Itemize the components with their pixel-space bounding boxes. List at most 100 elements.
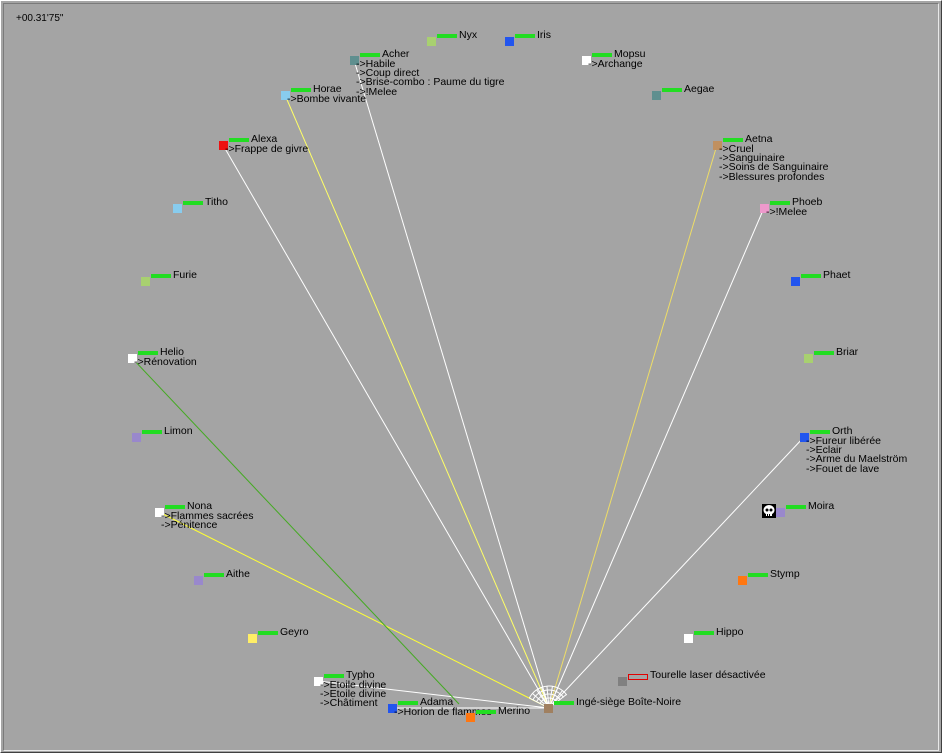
unit-action: ->Pénitence <box>161 519 218 532</box>
skull-icon <box>762 504 776 518</box>
target-line-phoeb <box>548 207 765 709</box>
target-line-typho <box>317 680 550 709</box>
health-bar <box>628 674 648 680</box>
health-bar <box>437 34 457 38</box>
unit-action: ->Blessures profondes <box>719 170 825 183</box>
unit-name: Phaet <box>823 269 851 281</box>
health-bar <box>183 201 203 205</box>
unit-marker[interactable] <box>738 576 747 585</box>
unit-name: Geyro <box>280 626 309 638</box>
unit-marker[interactable] <box>652 91 661 100</box>
unit-action: ->Bombe vivante <box>287 93 367 105</box>
unit-name: Helio <box>160 346 184 358</box>
health-bar <box>324 674 344 678</box>
health-bar <box>515 34 535 38</box>
unit-name: Titho <box>205 196 228 208</box>
target-line-alexa <box>222 144 550 709</box>
health-bar <box>258 631 278 635</box>
unit-marker[interactable] <box>618 677 627 686</box>
health-bar <box>723 138 743 142</box>
unit-action: ->Eclair <box>806 444 842 457</box>
unit-marker[interactable] <box>248 634 257 643</box>
unit-action: ->Etoile divine <box>320 688 387 701</box>
unit-marker[interactable] <box>388 704 397 713</box>
health-bar <box>151 274 171 278</box>
unit-marker[interactable] <box>466 713 475 722</box>
unit-marker[interactable] <box>760 204 769 213</box>
health-bar <box>165 505 185 509</box>
unit-name: Typho <box>346 669 375 681</box>
unit-name: Aithe <box>226 568 250 580</box>
unit-marker[interactable] <box>132 433 141 442</box>
unit-name: Stymp <box>770 568 800 580</box>
unit-action: ->Fureur libérée <box>806 435 881 447</box>
unit-action: ->Fouet de lave <box>806 462 880 475</box>
unit-name: Alexa <box>251 133 278 145</box>
unit-marker[interactable] <box>155 508 164 517</box>
unit-marker[interactable] <box>219 141 228 150</box>
health-bar <box>360 53 380 57</box>
unit-name: Orth <box>832 425 853 437</box>
unit-marker[interactable] <box>713 141 722 150</box>
health-bar <box>476 710 496 714</box>
target-line-aetna <box>548 144 718 709</box>
unit-name: Adama <box>420 696 454 708</box>
unit-action: ->Brise-combo : Paume du tigre <box>356 76 505 89</box>
encounter-timer: +00.31'75" <box>16 13 64 24</box>
unit-name: Briar <box>836 346 859 358</box>
health-bar <box>204 573 224 577</box>
health-bar <box>801 274 821 278</box>
unit-marker[interactable] <box>684 634 693 643</box>
unit-action: ->Archange <box>588 58 643 70</box>
target-line-horae <box>284 94 550 709</box>
unit-name: Horae <box>313 83 342 95</box>
unit-marker[interactable] <box>544 704 553 713</box>
health-bar <box>694 631 714 635</box>
unit-name: Iris <box>537 29 551 41</box>
health-bar <box>554 701 574 705</box>
health-bar <box>814 351 834 355</box>
unit-name: Aegae <box>684 83 715 95</box>
health-bar <box>662 88 682 92</box>
health-bar <box>229 138 249 142</box>
target-lines <box>131 59 805 709</box>
unit-name: Moira <box>808 500 835 512</box>
unit-marker[interactable] <box>281 91 290 100</box>
unit-name: Furie <box>173 269 197 281</box>
unit-name: Aetna <box>745 133 773 145</box>
health-bar <box>398 701 418 705</box>
unit-marker[interactable] <box>427 37 436 46</box>
unit-name: Acher <box>382 48 410 60</box>
unit-marker[interactable] <box>173 204 182 213</box>
unit-action: ->Sanguinaire <box>719 152 785 165</box>
unit-marker[interactable] <box>791 277 800 286</box>
unit-marker[interactable] <box>350 56 359 65</box>
unit-marker[interactable] <box>128 354 137 363</box>
health-bar <box>786 505 806 509</box>
unit-name: Ingé-siège Boîte-Noire <box>576 696 682 708</box>
target-line-nona <box>158 511 550 709</box>
unit-action: ->Soins de Sanguinaire <box>719 161 829 174</box>
unit-action: ->Horion de flammes <box>394 706 492 718</box>
unit-marker[interactable] <box>314 677 323 686</box>
health-bar <box>138 351 158 355</box>
health-bar <box>592 53 612 57</box>
unit-name: Limon <box>164 425 193 437</box>
health-bar <box>810 430 830 434</box>
unit-marker[interactable] <box>141 277 150 286</box>
unit-action: ->!Melee <box>356 85 398 98</box>
unit-name: Phoeb <box>792 196 823 208</box>
unit-marker[interactable] <box>505 37 514 46</box>
unit-marker[interactable] <box>194 576 203 585</box>
unit-action: ->Frappe de givre <box>225 143 309 155</box>
arena[interactable]: +00.31'75" Acher->Habile->Coup direct->B… <box>3 3 939 751</box>
health-bar <box>142 430 162 434</box>
unit-marker[interactable] <box>582 56 591 65</box>
unit-marker[interactable] <box>800 433 809 442</box>
unit-name: Merino <box>498 705 531 717</box>
unit-marker[interactable] <box>776 508 785 517</box>
unit-marker[interactable] <box>804 354 813 363</box>
unit-name: Hippo <box>716 626 744 638</box>
unit-action: ->Etoile divine <box>320 679 387 691</box>
